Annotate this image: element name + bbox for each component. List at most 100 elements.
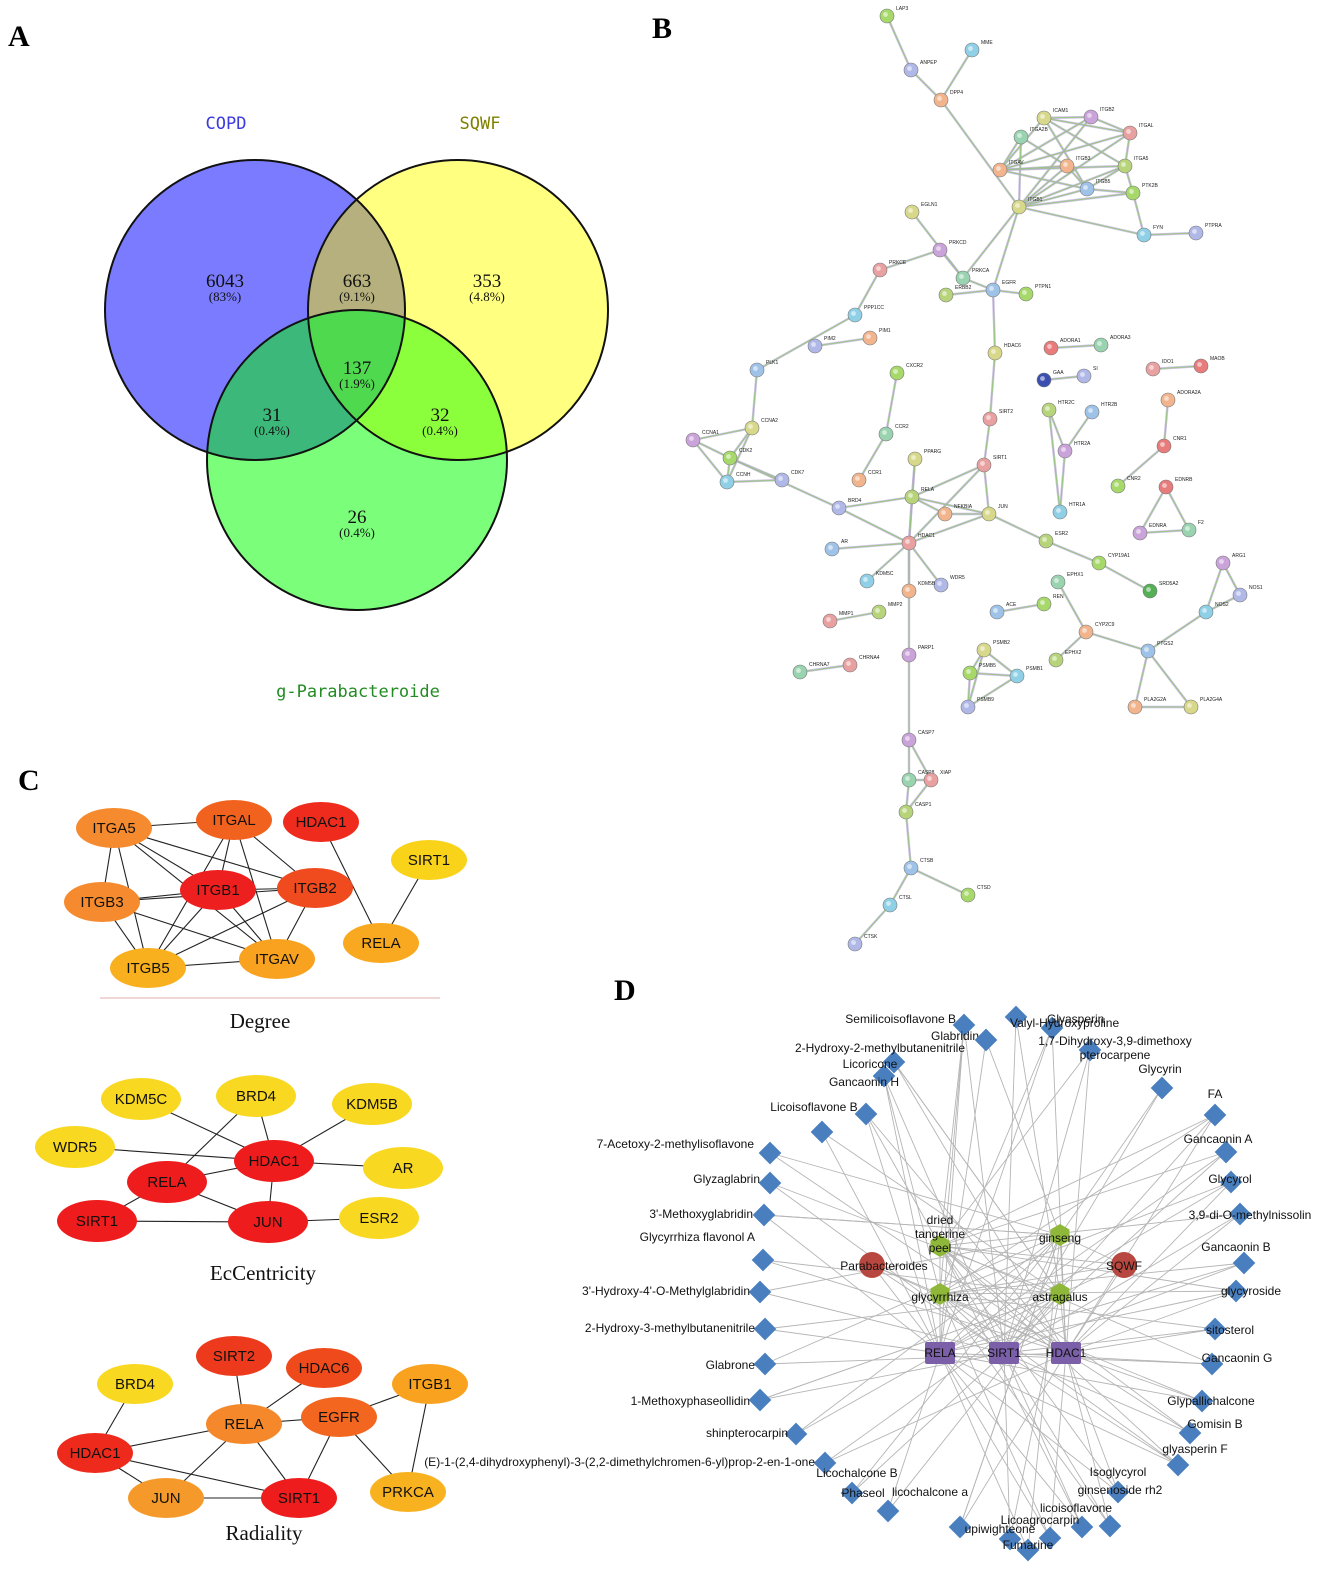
compound-label: 3'-Hydroxy-4'-O-Methylglabridin (582, 1284, 750, 1298)
compound-label: Licochalcone B (816, 1466, 897, 1480)
compound-label: Gomisin B (1187, 1417, 1242, 1431)
ppi-node-highlight (985, 510, 990, 515)
panel-label-d: D (614, 974, 636, 1007)
ppi-node: EPHX2 (1048, 650, 1082, 668)
network-edge (821, 1131, 941, 1354)
ppi-edge-inner (854, 269, 881, 316)
ppi-node-label: MME (981, 40, 993, 46)
hub-node: RELA (127, 1161, 207, 1203)
ppi-node-highlight (1136, 529, 1141, 534)
ppi-node-label: ICAM1 (1053, 108, 1069, 114)
ppi-node: PLA2G2A (1127, 697, 1167, 715)
target-square (925, 1342, 955, 1364)
hub-node-ellipse (234, 1140, 314, 1182)
panel-label-b: B (652, 12, 672, 45)
network-edge (824, 1293, 1061, 1464)
compound-node: glycyroside (1221, 1279, 1281, 1303)
compound-node: Glypallichalcone (1167, 1389, 1255, 1413)
ppi-node-highlight (1017, 133, 1022, 138)
ppi-node-highlight (778, 476, 783, 481)
hub-node-label: JUN (151, 1490, 180, 1507)
ppi-node-label: HTR1A (1069, 502, 1086, 508)
ppi-edge-inner (908, 739, 932, 781)
herb-label: ginseng (1039, 1231, 1081, 1245)
network-edge (1003, 1213, 1241, 1354)
herb-hexagon (1050, 1283, 1070, 1305)
ppi-node: HTR1A (1052, 502, 1086, 520)
ppi-node: HDAC6 (987, 343, 1021, 361)
compound-diamond (948, 1515, 972, 1539)
hub-node-ellipse (283, 802, 359, 842)
ppi-node-label: ACE (1006, 602, 1017, 608)
ppi-node-label: MMP1 (839, 611, 854, 617)
ppi-edge-inner (1043, 117, 1126, 167)
compound-label: (E)-1-(2,4-dihydroxyphenyl)-3-(2,2-dimet… (424, 1455, 815, 1469)
hub-node-ellipse (127, 1161, 207, 1203)
compound-nodes: Semilicoisoflavone BGlabridinValyl-Hydro… (424, 1005, 1311, 1562)
compound-node: licoisoflavone (1040, 1501, 1112, 1539)
hub-node-label: RELA (361, 935, 400, 952)
network-edge (939, 1293, 1111, 1527)
network-edge (769, 1182, 1061, 1295)
hub-node-label: WDR5 (53, 1139, 97, 1156)
network-edge (939, 1245, 1083, 1528)
ppi-node-highlight (753, 366, 758, 371)
ppi-node: PLA2G4A (1183, 697, 1223, 715)
ppi-node-highlight (936, 246, 941, 251)
hub-node-label: ITGAV (255, 951, 299, 968)
ppi-node: CNR1 (1156, 436, 1187, 454)
target-square (1051, 1342, 1081, 1364)
ppi-node-label: DPP4 (950, 90, 963, 96)
ppi-edge-inner (1048, 409, 1066, 452)
ppi-node: ERBB2 (938, 285, 972, 303)
ppi-node: RELA (904, 487, 935, 505)
ppi-edge-inner (1143, 232, 1197, 236)
ppi-node-highlight (883, 12, 888, 17)
ppi-node: PRKCE (872, 260, 907, 278)
compound-label: Gancaonin B (1201, 1240, 1270, 1254)
ppi-node-label: ARG1 (1232, 553, 1246, 559)
network-edge (939, 1027, 1053, 1295)
hub-node: RELA (343, 923, 419, 963)
compound-diamond (1203, 1103, 1227, 1127)
herb-hexagon (930, 1235, 950, 1257)
herb-hexagon (1050, 1224, 1070, 1246)
ppi-edge-inner (1018, 132, 1131, 208)
set-label-para: g-Parabacteroide (276, 682, 440, 702)
ppi-node-highlight (1045, 406, 1050, 411)
ppi-node: EDNRA (1132, 523, 1167, 541)
ppi-edge-inner (1018, 206, 1145, 236)
ppi-node: CXCR2 (889, 363, 923, 381)
ppi-node-highlight (980, 461, 985, 466)
ppi-node-highlight (1236, 591, 1241, 596)
compound-node: upiwighteone (965, 1522, 1036, 1551)
hub-node: HDAC1 (234, 1140, 314, 1182)
ppi-edge-inner (838, 496, 913, 509)
ppi-node-highlight (907, 864, 912, 869)
ppi-node-label: CCR1 (868, 470, 882, 476)
region-copd-para (207, 310, 405, 460)
compound-node: 3'-Hydroxy-4'-O-Methylglabridin (582, 1280, 772, 1304)
compound-node: Licochalcone B (816, 1466, 898, 1505)
network-edge (759, 1234, 1061, 1293)
ppi-node-label: PRKCD (949, 240, 967, 246)
compound-target-network: Semilicoisoflavone BGlabridinValyl-Hydro… (424, 1005, 1311, 1562)
ppi-node-highlight (1087, 113, 1092, 118)
ppi-node-label: PIM1 (879, 328, 891, 334)
hub-node-ellipse (216, 1075, 296, 1117)
network-edge (759, 1352, 1005, 1401)
compound-label: Licoagrocarpin (1001, 1513, 1080, 1527)
ppi-node-label: PPARG (924, 449, 941, 455)
hub-graph-caption: Degree (230, 1009, 291, 1033)
compound-diamond (1078, 1038, 1102, 1062)
ppi-node: CTSK (847, 934, 878, 952)
hub-node-label: SIRT1 (76, 1213, 118, 1230)
compound-diamond (1150, 1076, 1174, 1100)
hub-node-ellipse (239, 939, 315, 979)
ppi-edge-inner (1086, 165, 1126, 190)
hub-node: RELA (206, 1404, 282, 1444)
